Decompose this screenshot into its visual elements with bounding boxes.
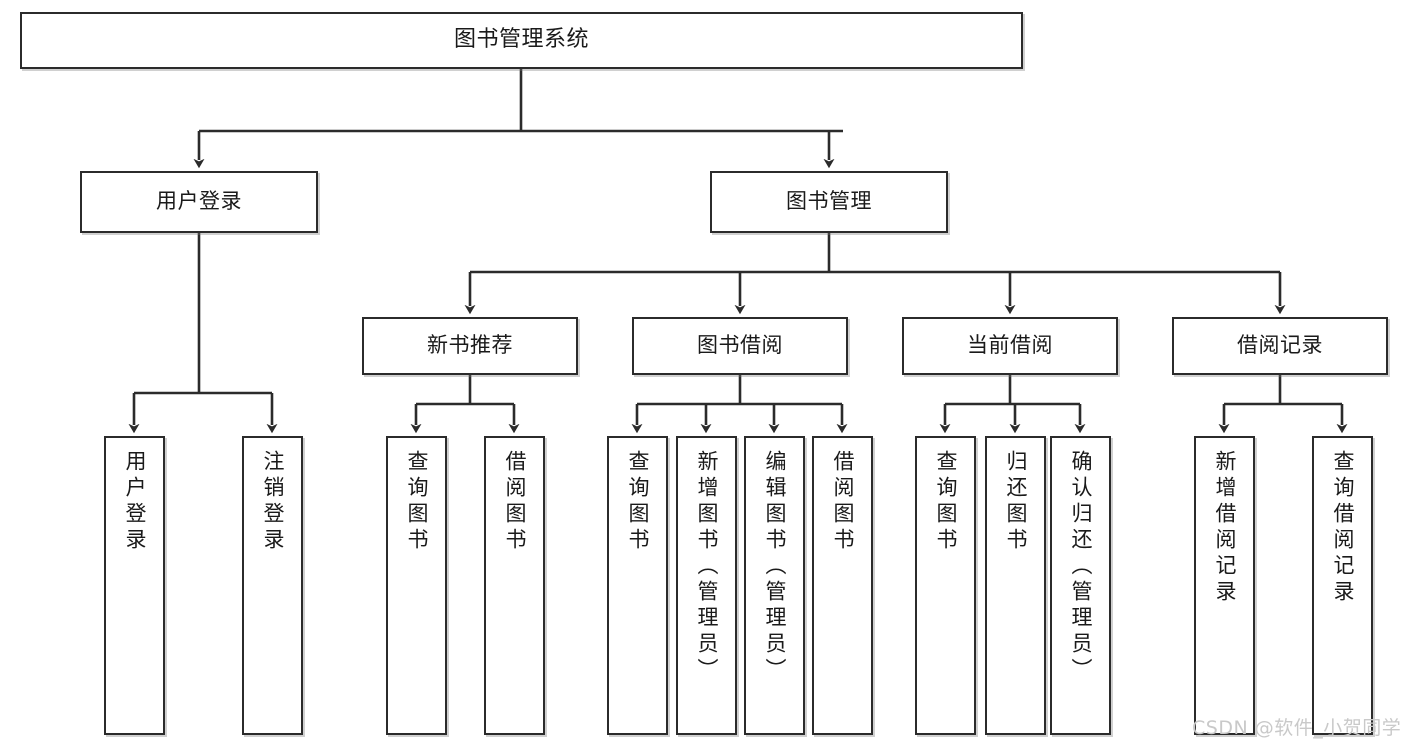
node-leaf-query-record[interactable]: 查询借阅记录 — [1312, 436, 1373, 735]
node-leaf-logout-label: 注销登录 — [261, 450, 285, 554]
node-root-label: 图书管理系统 — [453, 27, 589, 53]
node-leaf-query-book-borrow[interactable]: 查询图书 — [607, 436, 668, 735]
node-leaf-return-book[interactable]: 归还图书 — [985, 436, 1046, 735]
node-leaf-borrow-book[interactable]: 借阅图书 — [812, 436, 873, 735]
node-borrow-record-label: 借阅记录 — [1237, 333, 1323, 358]
node-leaf-add-book[interactable]: 新增图书（管理员） — [676, 436, 737, 735]
node-leaf-add-book-label: 新增图书（管理员） — [695, 450, 719, 684]
node-leaf-query-book-rec[interactable]: 查询图书 — [386, 436, 447, 735]
node-leaf-add-record-label: 新增借阅记录 — [1213, 450, 1237, 606]
node-leaf-user-login[interactable]: 用户登录 — [104, 436, 165, 735]
node-book-borrow[interactable]: 图书借阅 — [632, 317, 848, 375]
node-leaf-borrow-book-label: 借阅图书 — [831, 450, 855, 554]
node-current-borrow[interactable]: 当前借阅 — [902, 317, 1118, 375]
node-leaf-edit-book-label: 编辑图书（管理员） — [763, 450, 787, 684]
node-book-manage[interactable]: 图书管理 — [710, 171, 948, 233]
node-leaf-confirm-return-label: 确认归还（管理员） — [1069, 450, 1093, 684]
node-book-manage-label: 图书管理 — [786, 189, 872, 214]
node-leaf-query-book-rec-label: 查询图书 — [405, 450, 429, 554]
node-leaf-logout[interactable]: 注销登录 — [242, 436, 303, 735]
node-new-book-rec-label: 新书推荐 — [427, 333, 513, 358]
node-leaf-return-book-label: 归还图书 — [1004, 450, 1028, 554]
node-book-borrow-label: 图书借阅 — [697, 333, 783, 358]
node-current-borrow-label: 当前借阅 — [967, 333, 1053, 358]
node-user-login[interactable]: 用户登录 — [80, 171, 318, 233]
node-leaf-borrow-book-rec-label: 借阅图书 — [503, 450, 527, 554]
node-leaf-query-book-borrow-label: 查询图书 — [626, 450, 650, 554]
node-new-book-rec[interactable]: 新书推荐 — [362, 317, 578, 375]
node-borrow-record[interactable]: 借阅记录 — [1172, 317, 1388, 375]
node-leaf-add-record[interactable]: 新增借阅记录 — [1194, 436, 1255, 735]
node-leaf-query-book-cur-label: 查询图书 — [934, 450, 958, 554]
node-leaf-query-book-cur[interactable]: 查询图书 — [915, 436, 976, 735]
csdn-watermark: CSDN @软件_小贺同学 — [1192, 717, 1402, 739]
node-leaf-borrow-book-rec[interactable]: 借阅图书 — [484, 436, 545, 735]
node-leaf-edit-book[interactable]: 编辑图书（管理员） — [744, 436, 805, 735]
node-leaf-confirm-return[interactable]: 确认归还（管理员） — [1050, 436, 1111, 735]
node-root[interactable]: 图书管理系统 — [20, 12, 1023, 69]
node-leaf-user-login-label: 用户登录 — [123, 450, 147, 554]
node-user-login-label: 用户登录 — [156, 189, 242, 214]
node-leaf-query-record-label: 查询借阅记录 — [1331, 450, 1355, 606]
